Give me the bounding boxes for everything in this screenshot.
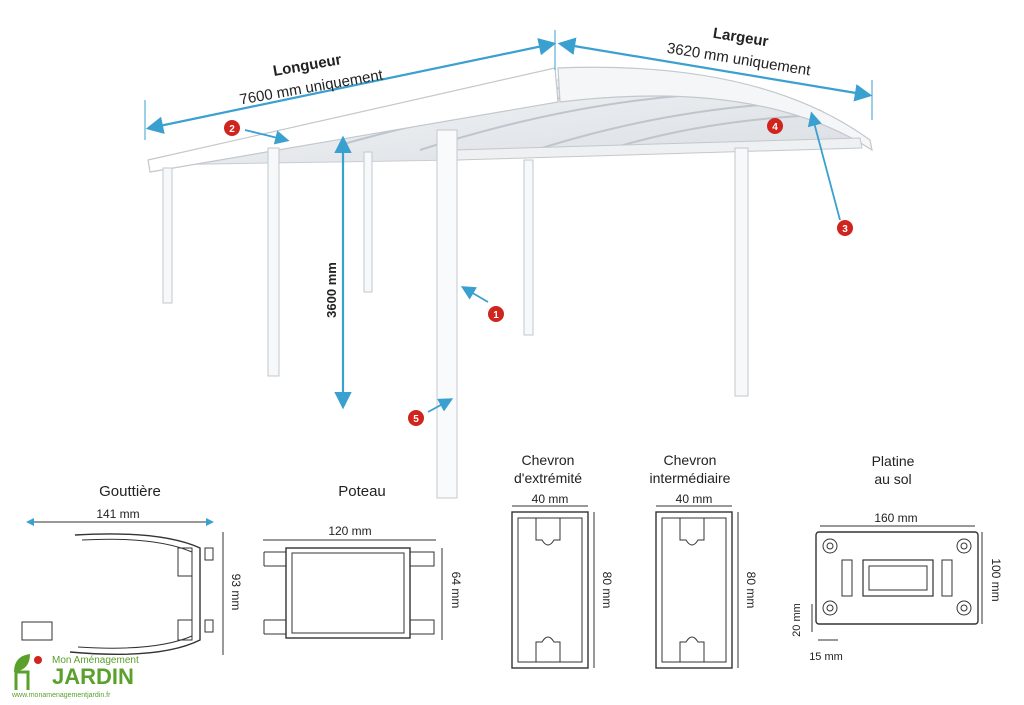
largeur-arrow bbox=[557, 37, 873, 102]
marker-3: 3 bbox=[837, 220, 853, 236]
svg-text:5: 5 bbox=[413, 414, 419, 425]
chevron-extremite-width: 40 mm bbox=[532, 492, 569, 506]
svg-text:3: 3 bbox=[842, 224, 848, 235]
platine-title-2: au sol bbox=[874, 471, 911, 487]
largeur-title: Largeur bbox=[712, 25, 770, 51]
marker-2: 2 bbox=[224, 120, 240, 136]
marker-4: 4 bbox=[767, 118, 783, 134]
poteau-title: Poteau bbox=[338, 483, 386, 500]
svg-text:1: 1 bbox=[493, 310, 499, 321]
logo-url: www.monamenagementjardin.fr bbox=[11, 692, 111, 699]
profile-chevron-intermediaire: Chevron intermédiaire 40 mm 80 mm bbox=[650, 452, 758, 669]
profile-chevron-extremite: Chevron d'extrémité 40 mm 80 mm bbox=[511, 452, 614, 669]
chevron-extremite-title-1: Chevron bbox=[522, 452, 575, 468]
platine-title-1: Platine bbox=[872, 453, 915, 469]
svg-text:2: 2 bbox=[229, 124, 235, 135]
profile-gouttiere: Gouttière 141 mm 93 mm bbox=[21, 483, 243, 655]
platine-dim-a: 20 mm bbox=[791, 603, 803, 637]
gouttiere-height: 93 mm bbox=[229, 574, 243, 611]
chevron-intermediaire-title-2: intermédiaire bbox=[650, 470, 731, 486]
chevron-intermediaire-title-1: Chevron bbox=[664, 452, 717, 468]
poteau-height: 64 mm bbox=[449, 572, 463, 609]
chevron-extremite-title-2: d'extrémité bbox=[514, 470, 582, 486]
longueur-arrow bbox=[145, 38, 557, 134]
chevron-intermediaire-width: 40 mm bbox=[676, 492, 713, 506]
poteau-width: 120 mm bbox=[328, 524, 371, 538]
dimension-arrows bbox=[144, 30, 873, 413]
brand-logo: Mon Aménagement JARDIN www.monamenagemen… bbox=[11, 654, 139, 699]
chevron-extremite-height: 80 mm bbox=[600, 572, 614, 609]
svg-text:4: 4 bbox=[772, 122, 778, 133]
platine-width: 160 mm bbox=[874, 511, 917, 525]
logo-top-text: Mon Aménagement bbox=[52, 655, 139, 666]
profile-poteau: Poteau 120 mm 64 mm bbox=[263, 483, 463, 640]
profile-platine: Platine au sol 160 mm 100 mm 20 mm 15 mm bbox=[791, 453, 1003, 663]
logo-brand: JARDIN bbox=[52, 664, 134, 689]
carport-structure bbox=[147, 66, 873, 499]
marker-5: 5 bbox=[408, 410, 424, 426]
hauteur-value: 3600 mm bbox=[324, 262, 339, 318]
platine-height: 100 mm bbox=[989, 558, 1003, 601]
gouttiere-width: 141 mm bbox=[96, 507, 139, 521]
platine-dim-b: 15 mm bbox=[809, 651, 843, 663]
chevron-intermediaire-height: 80 mm bbox=[744, 572, 758, 609]
gouttiere-title: Gouttière bbox=[99, 483, 161, 500]
marker-1: 1 bbox=[488, 306, 504, 322]
leaf-icon bbox=[14, 654, 42, 690]
